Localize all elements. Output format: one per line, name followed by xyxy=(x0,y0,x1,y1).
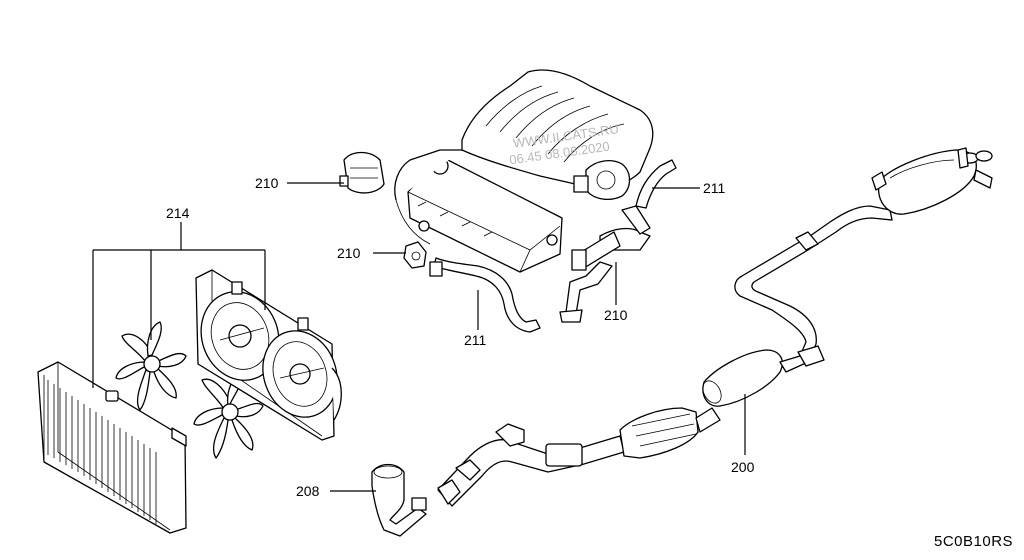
engine-assembly[interactable] xyxy=(394,69,654,273)
callout-210-mid[interactable]: 210 xyxy=(337,245,361,261)
exhaust-front-tube[interactable] xyxy=(371,463,427,537)
harness-pipe-right[interactable] xyxy=(559,261,613,323)
harness-clip-mid[interactable] xyxy=(403,241,427,269)
fan-blade-front[interactable] xyxy=(115,321,187,411)
fan-shroud[interactable] xyxy=(189,269,349,441)
callout-210-left[interactable]: 210 xyxy=(255,175,279,191)
diagram-code: 5C0B10RS xyxy=(934,533,1013,550)
hose-lower[interactable] xyxy=(429,257,541,333)
callout-211-upper[interactable]: 211 xyxy=(703,180,726,196)
harness-sensor-left[interactable] xyxy=(339,151,385,194)
callout-211-lower[interactable]: 211 xyxy=(464,332,487,348)
watermark: WWW.ILCATS.RU 06.45 08.06.2020 xyxy=(508,121,619,167)
hose-upper[interactable] xyxy=(635,159,677,209)
callout-208[interactable]: 208 xyxy=(296,483,320,499)
callout-200[interactable]: 200 xyxy=(731,459,755,475)
exhaust-system[interactable] xyxy=(437,147,993,507)
callout-210-right[interactable]: 210 xyxy=(604,307,628,323)
radiator[interactable] xyxy=(37,361,187,534)
leader-lines xyxy=(92,182,746,492)
callout-214[interactable]: 214 xyxy=(166,205,190,221)
